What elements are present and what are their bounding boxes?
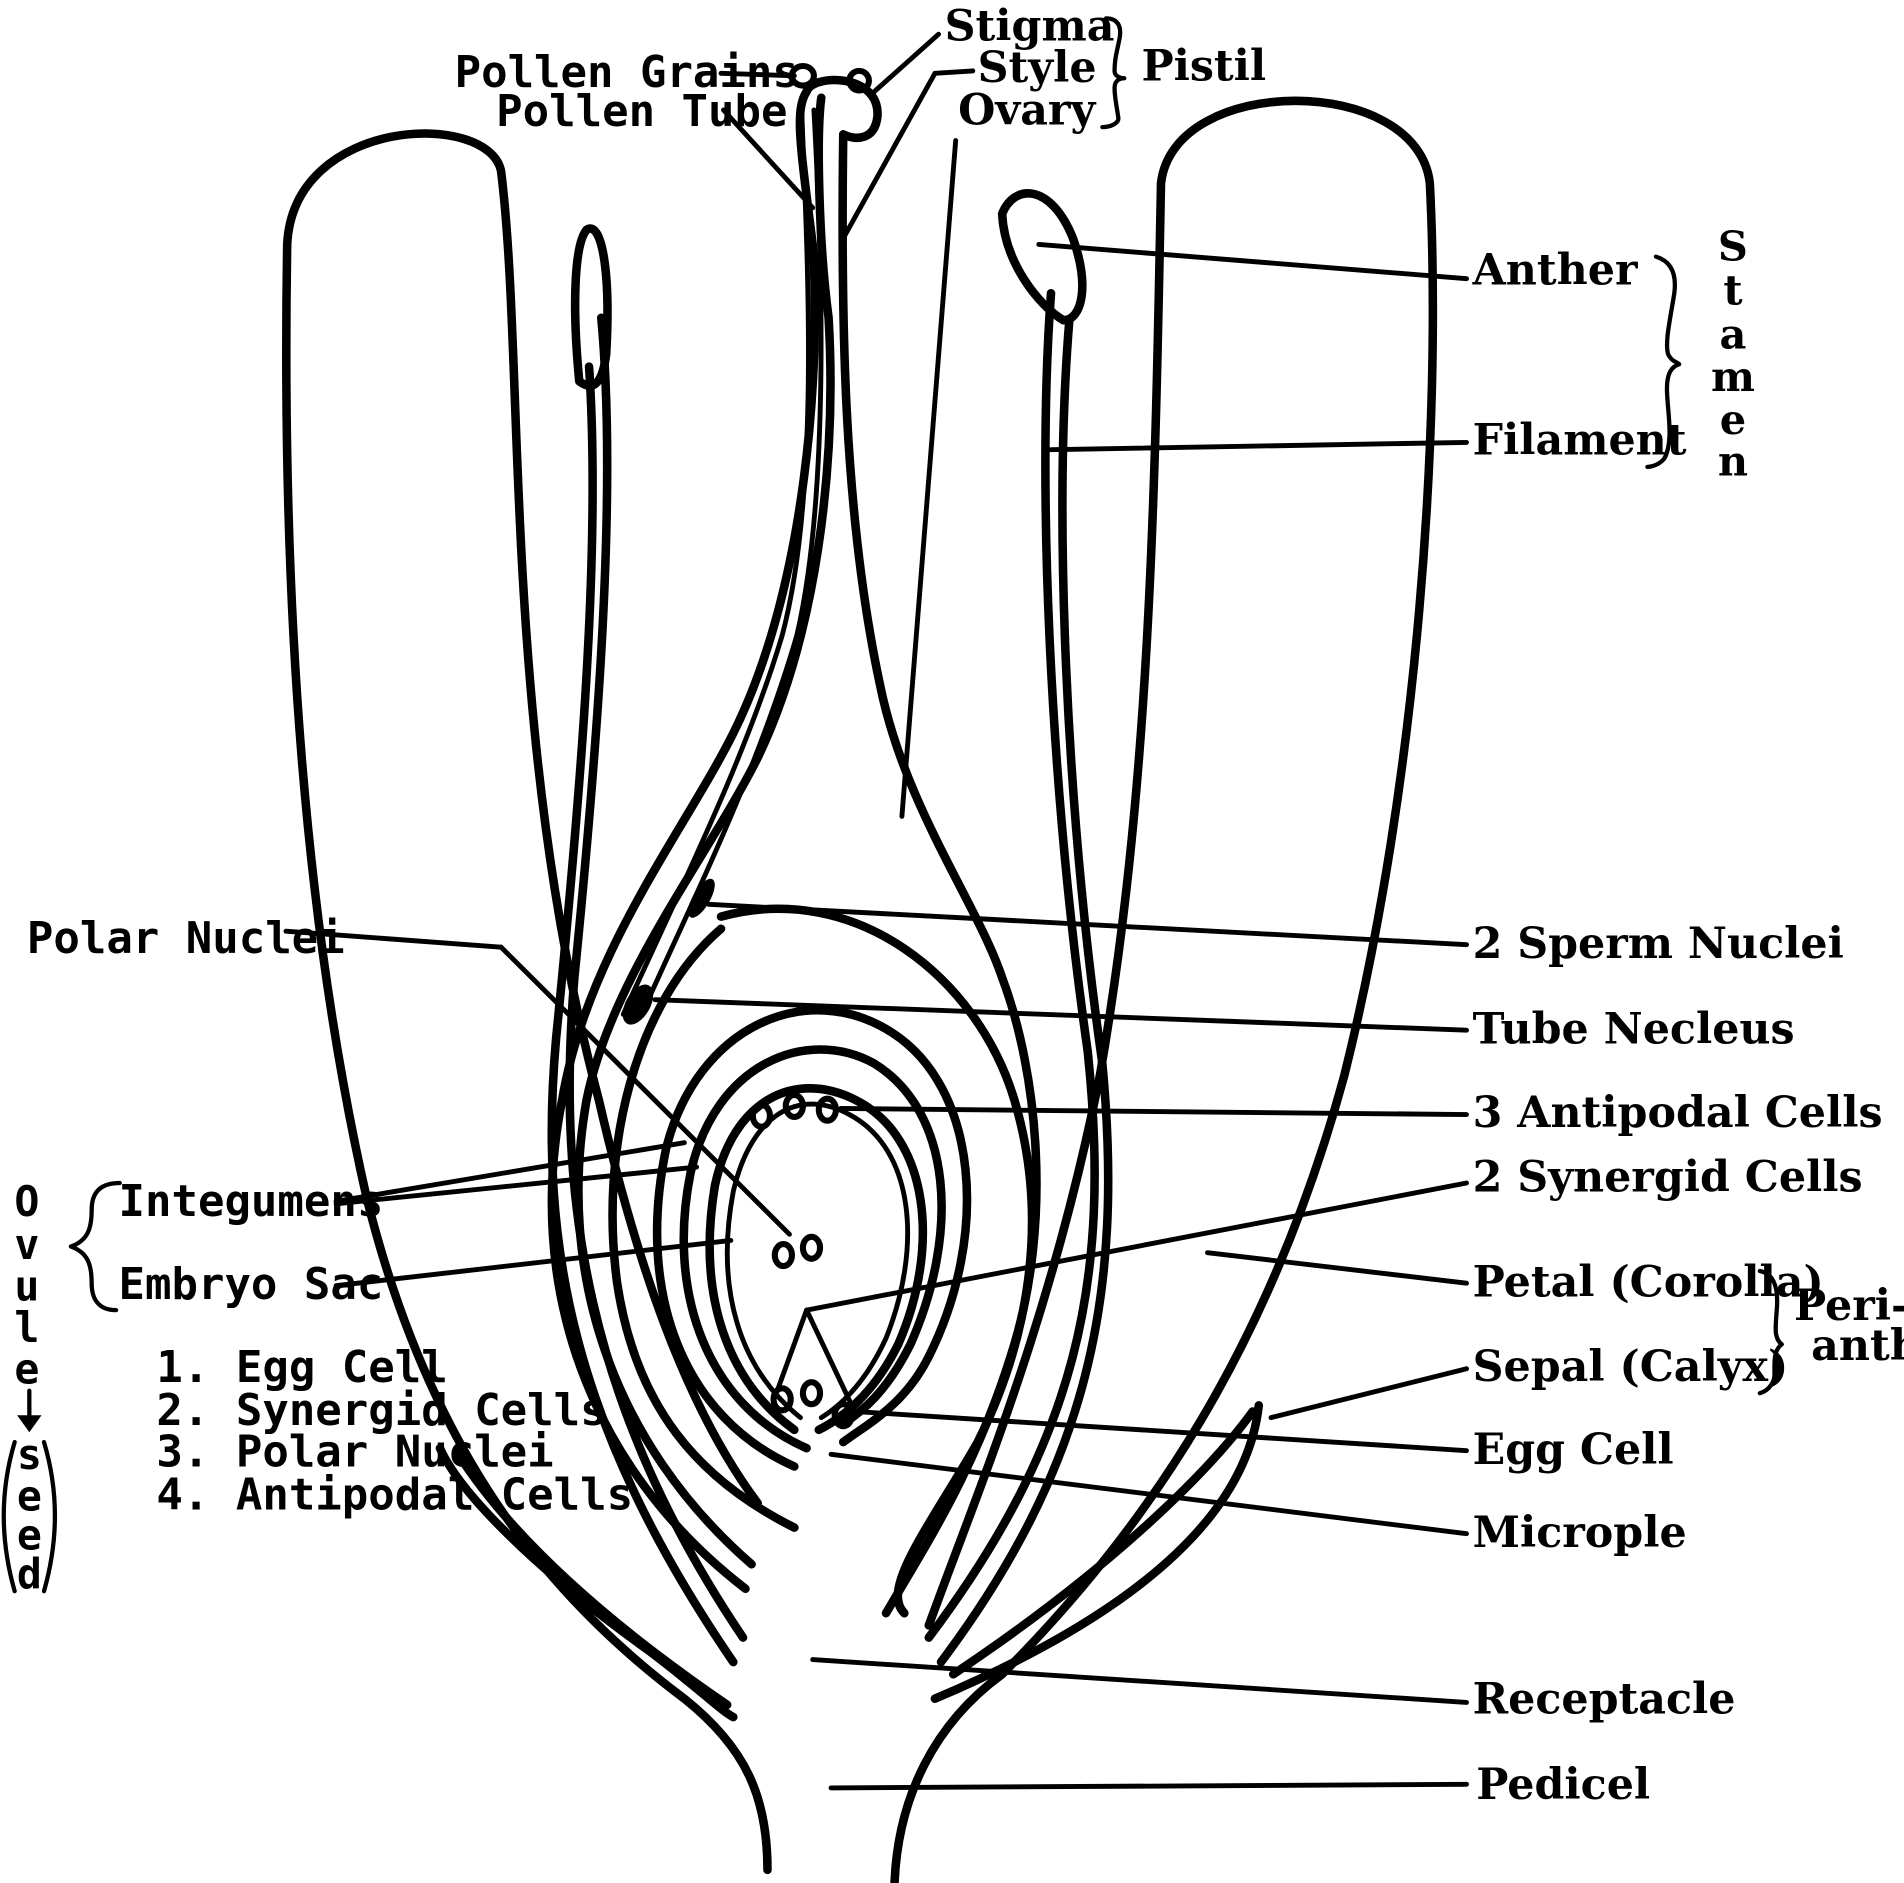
- egg-cell: [803, 1382, 820, 1404]
- ovule-brace: [71, 1183, 120, 1310]
- flower-drawing: [286, 66, 1433, 1882]
- label-filament: Filament: [1473, 416, 1687, 466]
- legend-list: 1. Egg Cell 2. Synergid Cells 3. Polar N…: [156, 1342, 633, 1520]
- label-integumens: Integumens: [119, 1176, 384, 1227]
- stamen-letter: n: [1718, 436, 1748, 485]
- label-pistil: Pistil: [1141, 42, 1266, 92]
- label-ovule-vertical: O v u l e: [14, 1177, 39, 1393]
- stamen-letter: S: [1718, 221, 1748, 270]
- stamen-letter: a: [1719, 309, 1746, 358]
- polar-nucleus: [803, 1237, 820, 1259]
- label-ovary: Ovary: [958, 86, 1096, 136]
- label-tube-nucleus: Tube Necleus: [1473, 1005, 1795, 1055]
- polar-nucleus: [775, 1244, 792, 1266]
- label-pollen-tube: Pollen Tube: [496, 86, 787, 137]
- stamen-letter: m: [1711, 352, 1755, 401]
- seed-paren-right: [44, 1442, 55, 1591]
- label-stamen-vertical: S t a m e n: [1711, 221, 1755, 485]
- leader-lines: [286, 34, 1467, 1788]
- label-perianth-2: anth: [1811, 1321, 1904, 1371]
- right-sepal-inner: [953, 1412, 1252, 1675]
- antipodal-cell: [819, 1099, 836, 1121]
- label-embryo-sac: Embryo Sac: [119, 1259, 384, 1310]
- label-sperm-nuclei: 2 Sperm Nuclei: [1473, 919, 1844, 969]
- label-petal: Petal (Corolla): [1473, 1258, 1824, 1308]
- legend-item: 4. Antipodal Cells: [156, 1469, 633, 1520]
- label-egg-cell: Egg Cell: [1473, 1425, 1674, 1475]
- seed-letter: d: [17, 1550, 42, 1599]
- label-pedicel: Pedicel: [1476, 1760, 1650, 1810]
- label-anther: Anther: [1472, 246, 1638, 296]
- label-seed-vertical: s e e d: [17, 1430, 42, 1599]
- label-polar-nuclei: Polar Nuclei: [27, 913, 345, 964]
- label-receptacle: Receptacle: [1473, 1674, 1736, 1724]
- stamen-letter: t: [1723, 265, 1742, 314]
- label-antipodal-cells: 3 Antipodal Cells: [1473, 1088, 1883, 1138]
- ovule-letter: e: [14, 1344, 39, 1393]
- label-microple: Microple: [1473, 1508, 1687, 1558]
- label-synergid-cells: 2 Synergid Cells: [1473, 1153, 1863, 1203]
- label-sepal: Sepal (Calyx): [1473, 1342, 1789, 1392]
- seed-paren-left: [4, 1442, 15, 1591]
- ovule-letter: O: [14, 1177, 39, 1226]
- right-anther: [1002, 193, 1082, 320]
